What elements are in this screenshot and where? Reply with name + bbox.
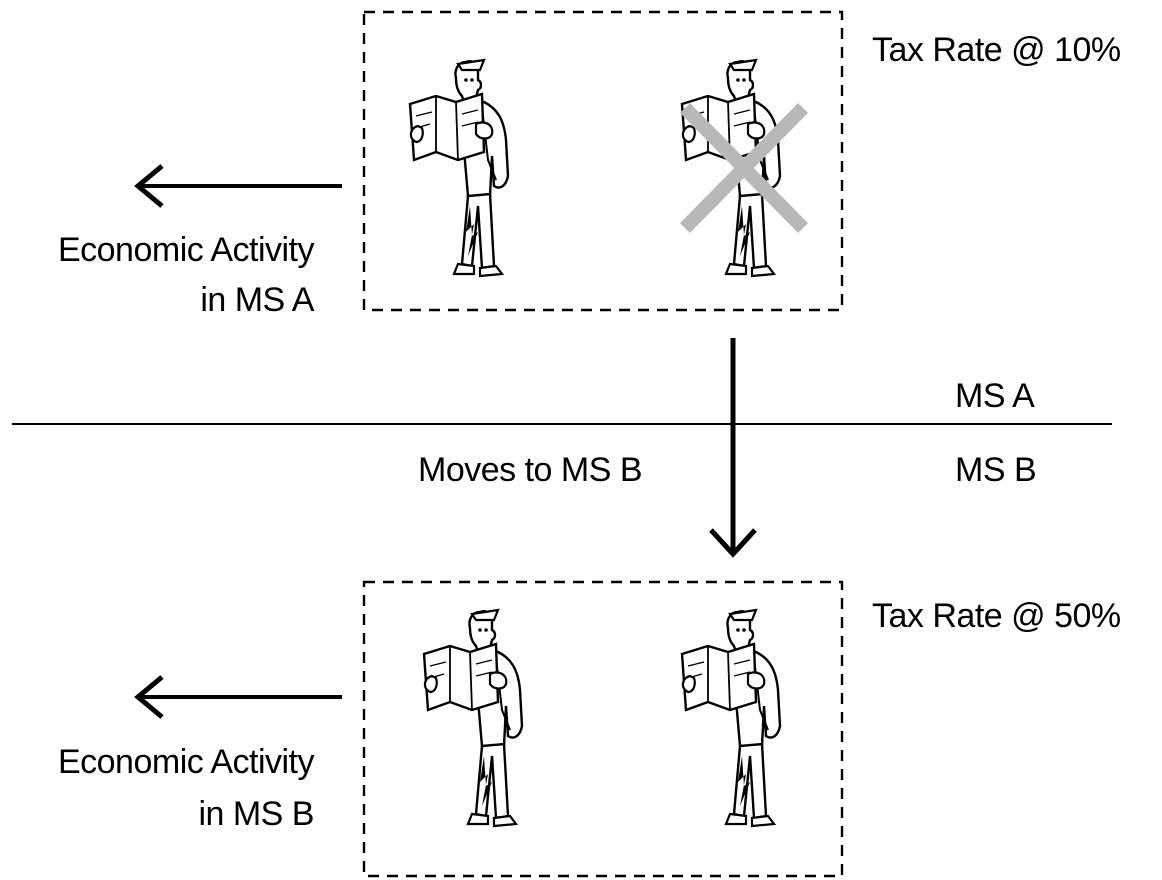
move-arrow — [709, 338, 757, 558]
arrow-left-bottom — [137, 677, 342, 717]
activity-label-top-line1: Economic Activity — [57, 231, 315, 269]
cross-out-icon — [680, 103, 808, 233]
moves-label: Moves to MS B — [418, 451, 643, 489]
bottom-box-border — [362, 580, 844, 878]
arrow-left-top — [137, 166, 342, 206]
tax-rate-bottom: Tax Rate @ 50% — [872, 597, 1121, 635]
region-label-ms-b: MS B — [955, 451, 1037, 489]
person-icon-bottom-left — [422, 608, 524, 828]
region-label-ms-a: MS A — [955, 377, 1035, 415]
activity-label-top-line2: in MS A — [200, 281, 314, 319]
person-icon-top-left — [408, 58, 510, 278]
activity-label-bottom-line2: in MS B — [198, 795, 314, 833]
activity-label-bottom-line1: Economic Activity — [57, 743, 315, 781]
top-box-border — [362, 10, 844, 312]
person-icon-top-right — [680, 58, 782, 278]
tax-rate-top: Tax Rate @ 10% — [872, 31, 1121, 69]
person-icon-bottom-right — [680, 608, 782, 828]
